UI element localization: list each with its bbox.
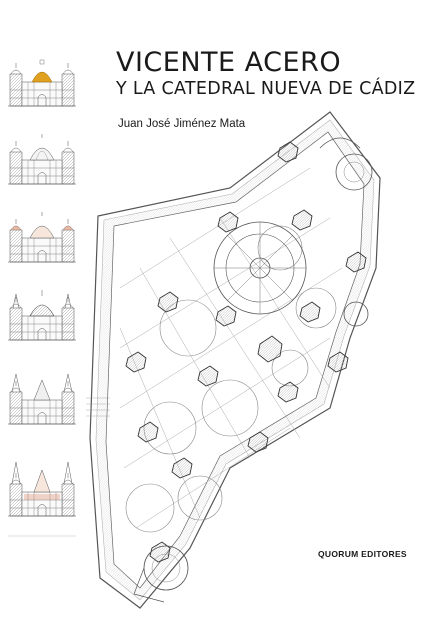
title-line-1: VICENTE ACERO xyxy=(116,47,342,78)
facade-elevations-column xyxy=(8,59,77,537)
facade-drawing-1 xyxy=(8,59,77,107)
bell-tower-base xyxy=(133,545,189,603)
facade-drawing-3 xyxy=(8,212,77,263)
cathedral-floor-plan xyxy=(86,111,381,609)
author-name: Juan José Jiménez Mata xyxy=(118,118,246,130)
central-dome xyxy=(213,221,307,315)
title-line-2: Y LA CATEDRAL NUEVA DE CÁDIZ xyxy=(116,79,416,99)
publisher-name: QUORUM EDITORES xyxy=(318,549,407,559)
facade-drawing-4 xyxy=(8,290,77,341)
facade-drawing-2 xyxy=(8,134,77,185)
facade-drawing-6 xyxy=(8,461,77,537)
facade-drawing-5 xyxy=(8,373,77,425)
